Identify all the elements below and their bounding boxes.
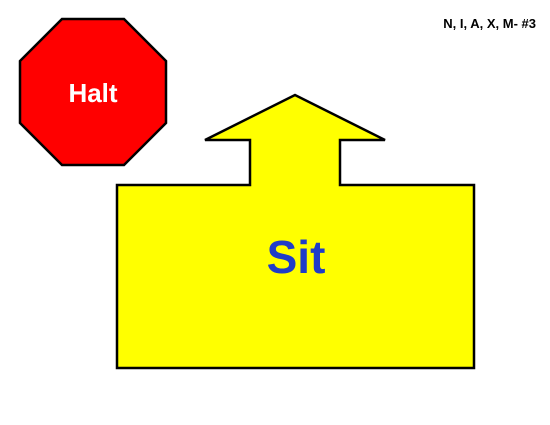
up-arrow-icon (115, 93, 476, 370)
halt-label: Halt (68, 78, 117, 108)
halt-sign: Halt (18, 17, 168, 167)
sign-label: N, I, A, X, M- #3 (443, 16, 536, 31)
stop-octagon-icon (18, 17, 168, 167)
sit-sign: Sit (115, 93, 476, 370)
sit-label: Sit (267, 231, 326, 283)
